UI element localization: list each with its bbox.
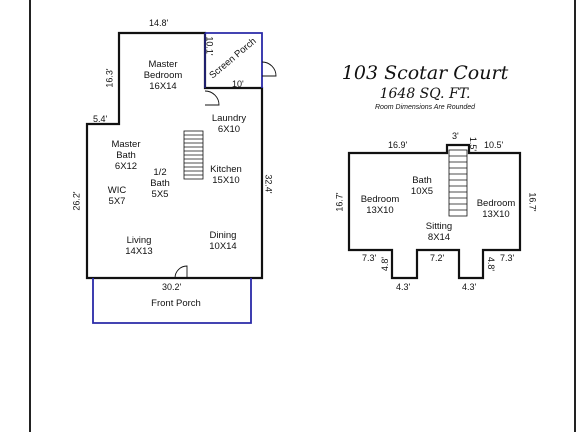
room-name: Master Bath <box>111 139 141 161</box>
room-laundry: Laundry 6X10 <box>205 113 253 135</box>
room-upper-bath: Bath 10X5 <box>402 175 442 197</box>
porch-door-swing <box>261 61 277 77</box>
room-wic: WIC 5X7 <box>99 185 135 207</box>
square-footage: 1648 SQ. FT. <box>379 86 471 102</box>
dim-upper-notch-right-width: 7.3' <box>500 253 515 263</box>
upper-stairs <box>448 149 468 217</box>
dim-porch-width: 10' <box>232 79 244 89</box>
room-size: 6X12 <box>114 161 138 172</box>
room-dining: Dining 10X14 <box>199 230 247 252</box>
dim-upper-notch-left-width: 7.3' <box>362 253 377 263</box>
room-name: Sitting <box>425 221 453 232</box>
room-size: 6X10 <box>217 124 241 135</box>
dim-porch-vertical: 10.1' <box>204 36 215 56</box>
room-size: 8X14 <box>427 232 451 243</box>
room-half-bath: 1/2 Bath 5X5 <box>140 167 180 200</box>
room-front-porch: Front Porch <box>140 298 212 309</box>
dim-right: 32.4' <box>263 174 274 194</box>
room-name: Kitchen <box>210 164 242 175</box>
room-master-bath: Master Bath 6X12 <box>102 139 150 172</box>
dim-upper-notch-left-depth: 4.8' <box>380 256 391 272</box>
room-name: Dining <box>209 230 237 241</box>
room-size: 5X5 <box>151 189 169 200</box>
dim-step: 5.4' <box>93 114 108 124</box>
page-border <box>29 0 576 432</box>
room-size: 13X10 <box>366 205 394 216</box>
dim-left: 26.2' <box>71 191 82 211</box>
room-living: Living 14X13 <box>115 235 163 257</box>
room-bedroom-right: Bedroom 13X10 <box>471 198 521 220</box>
room-name: WIC <box>107 185 127 196</box>
room-bedroom-left: Bedroom 13X10 <box>355 194 405 216</box>
front-porch-outline <box>92 278 252 324</box>
room-size: 16X14 <box>149 81 177 92</box>
dim-upper-stair-width: 3' <box>452 131 459 141</box>
room-name: Living <box>126 235 152 246</box>
upper-floor-outline <box>347 143 522 280</box>
dim-upper-stair-depth: 1.5' <box>468 136 479 152</box>
dim-upper-center: 7.2' <box>430 253 445 263</box>
dim-upper-bottom-right: 4.3' <box>462 282 477 292</box>
dim-upper-notch-right-depth: 4.8' <box>486 256 497 272</box>
room-name: Master Bedroom <box>143 59 183 81</box>
room-master-bedroom: Master Bedroom 16X14 <box>138 59 188 92</box>
room-sitting: Sitting 8X14 <box>415 221 463 243</box>
property-address: 103 Scotar Court <box>341 62 509 84</box>
room-name: Front Porch <box>151 298 201 309</box>
room-size: 13X10 <box>482 209 510 220</box>
main-stairs <box>183 130 204 180</box>
front-door-swing <box>174 265 188 279</box>
room-name: Laundry <box>211 113 247 124</box>
room-size: 10X14 <box>209 241 237 252</box>
room-name: Bath <box>412 175 432 186</box>
room-name: Bedroom <box>476 198 516 209</box>
dim-upper-top-right: 10.5' <box>484 140 504 150</box>
room-kitchen: Kitchen 15X10 <box>202 164 250 186</box>
room-size: 15X10 <box>212 175 240 186</box>
dim-left-upper: 16.3' <box>104 68 115 88</box>
room-name: 1/2 Bath <box>150 167 170 189</box>
interior-door-swing <box>204 90 220 106</box>
room-name: Bedroom <box>360 194 400 205</box>
dimensions-note: Room Dimensions Are Rounded <box>374 104 476 111</box>
room-size: 14X13 <box>125 246 153 257</box>
dim-bottom: 30.2' <box>162 282 182 292</box>
screen-porch-outline <box>205 32 263 88</box>
dim-upper-top-left: 16.9' <box>388 140 408 150</box>
dim-upper-left: 16.7' <box>334 192 345 212</box>
dim-top: 14.8' <box>149 18 169 28</box>
room-size: 10X5 <box>410 186 434 197</box>
dim-upper-right: 16.7' <box>527 192 538 212</box>
room-size: 5X7 <box>108 196 126 207</box>
dim-upper-bottom-left: 4.3' <box>396 282 411 292</box>
